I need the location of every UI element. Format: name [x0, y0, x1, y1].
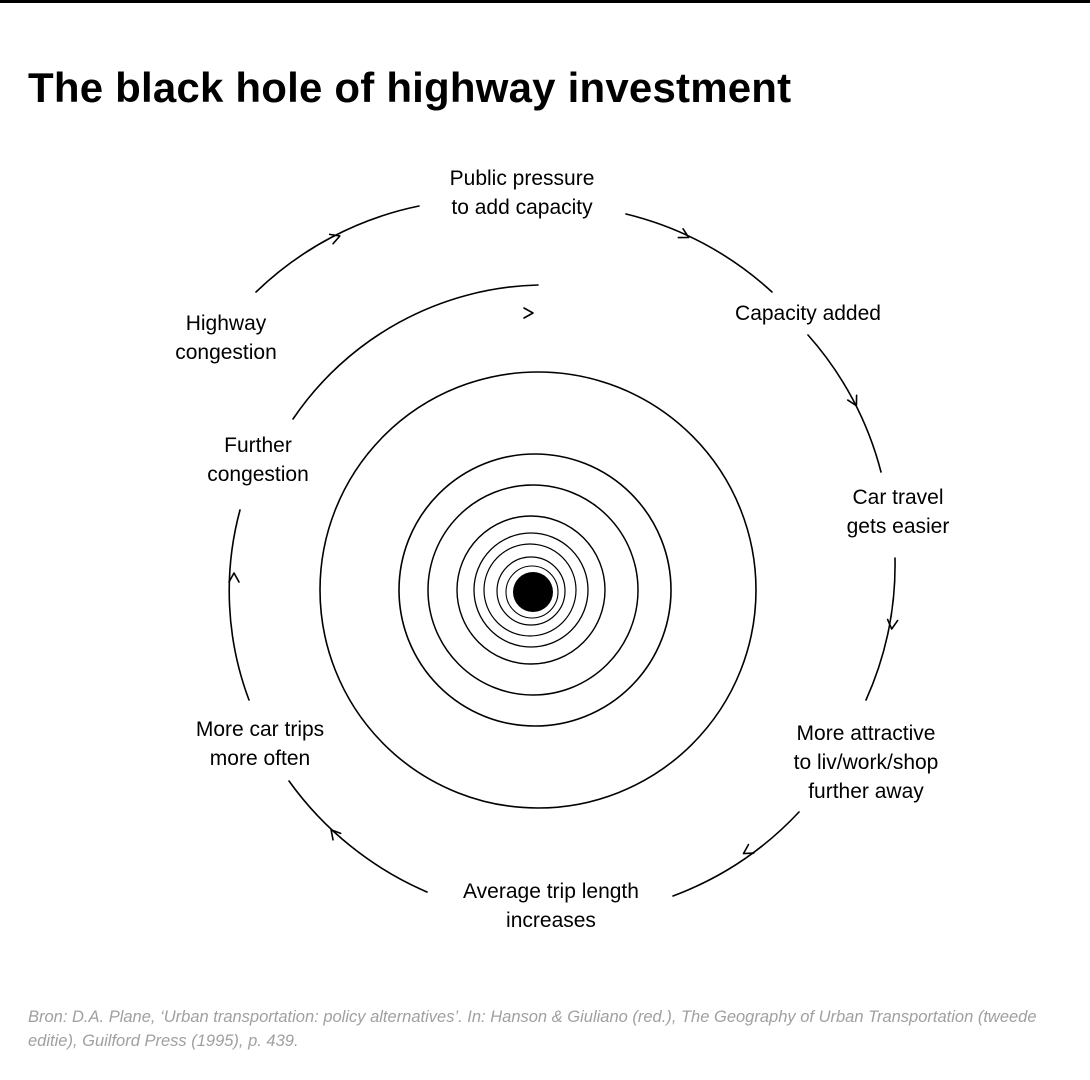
arrow-icon [846, 394, 858, 407]
cycle-arc-capacity-to-easier [807, 334, 882, 473]
step-public-pressure: Public pressure to add capacity [449, 167, 595, 219]
spiral-ring [496, 556, 566, 626]
cycle-arc-trips-to-further [228, 509, 250, 701]
step-further-congestion: Further congestion [207, 434, 309, 486]
arrow-icon [328, 233, 341, 245]
cycle-arc-trips-to-congestion [255, 205, 420, 293]
top-rule [0, 0, 1090, 3]
source-note: Bron: D.A. Plane, ‘Urban transportation:… [28, 1008, 1037, 1050]
cycle-arc-attractive-to-triplength [672, 811, 800, 897]
step-capacity-added: Capacity added [735, 302, 881, 325]
spiral-ring [319, 371, 757, 809]
spiral-ring [473, 532, 589, 648]
page-title: The black hole of highway investment [28, 64, 792, 111]
arrow-icon [228, 572, 240, 583]
black-hole-icon [513, 572, 553, 612]
spiral-entry-arc [292, 284, 539, 420]
arrow-icon [886, 618, 899, 630]
step-more-attractive: More attractive to liv/work/shop further… [793, 722, 939, 803]
arrow-icon [330, 828, 342, 841]
arrow-icon [742, 843, 755, 855]
step-highway-congestion: Highway congestion [175, 312, 277, 364]
spiral-ring [505, 565, 559, 619]
spiral-ring [456, 515, 606, 665]
step-average-trip-length: Average trip length increases [463, 880, 639, 932]
cycle-arc-easier-to-attractive [865, 557, 896, 701]
step-more-car-trips: More car trips more often [195, 718, 325, 770]
spiral-ring [427, 484, 639, 696]
arrow-icon [523, 307, 534, 319]
spiral-ring [398, 453, 672, 727]
step-car-travel-easier: Car travel gets easier [846, 486, 950, 538]
cycle-arc-pressure-to-capacity [625, 213, 773, 293]
arrow-icon [677, 227, 690, 239]
spiral-ring [483, 543, 577, 637]
cycle-arc-triplength-to-trips [288, 780, 428, 893]
